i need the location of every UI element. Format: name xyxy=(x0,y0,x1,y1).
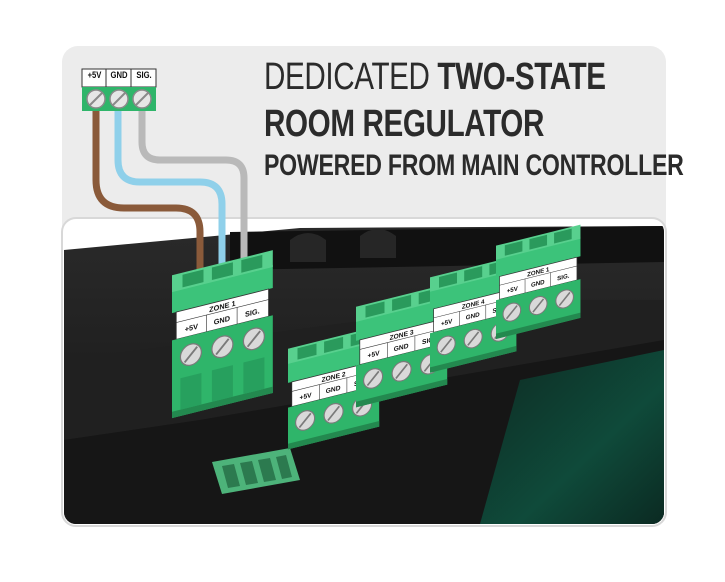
terminal-pin-label: +5V xyxy=(300,392,313,402)
terminal-pin-label: GND xyxy=(466,311,480,321)
wire-gnd xyxy=(114,104,226,294)
terminal-pin-label: GND xyxy=(394,343,409,354)
strip-pin-label-gnd: GND xyxy=(110,70,128,80)
headline-line-1: DEDICATED TWO-STATE xyxy=(264,56,606,98)
headline-two-state: TWO-STATE xyxy=(437,56,606,98)
terminal-pin-label: SIG. xyxy=(422,336,435,346)
terminal-pin-label: +5V xyxy=(368,350,381,360)
terminal-pin-label: GND xyxy=(326,385,341,396)
header-panel xyxy=(62,46,666,246)
strip-pin-label-plus5v: +5V xyxy=(87,70,102,80)
pcb-window xyxy=(480,350,664,524)
headline-line-2: ROOM REGULATOR xyxy=(264,103,544,145)
terminal-pin-label: +5V xyxy=(507,285,519,295)
terminal-pin-label: +5V xyxy=(441,318,453,328)
pin-header xyxy=(212,448,300,494)
connector-strip xyxy=(81,68,157,111)
terminal-pin-label: SIG. xyxy=(245,306,260,319)
terminal-pin-label: SIG. xyxy=(557,273,570,283)
terminal-pin-label: GND xyxy=(531,279,545,289)
wire-sig xyxy=(138,104,248,286)
wire-plus5v xyxy=(92,104,204,304)
headline-line-3: POWERED FROM MAIN CONTROLLER xyxy=(264,149,684,182)
headline: DEDICATED TWO-STATE ROOM REGULATOR POWER… xyxy=(264,56,684,182)
terminal-pin-label: +5V xyxy=(185,322,198,334)
strip-pin-label-sig: SIG. xyxy=(136,70,152,80)
terminal-pin-label: GND xyxy=(214,314,231,327)
headline-dedicated: DEDICATED xyxy=(264,56,430,98)
